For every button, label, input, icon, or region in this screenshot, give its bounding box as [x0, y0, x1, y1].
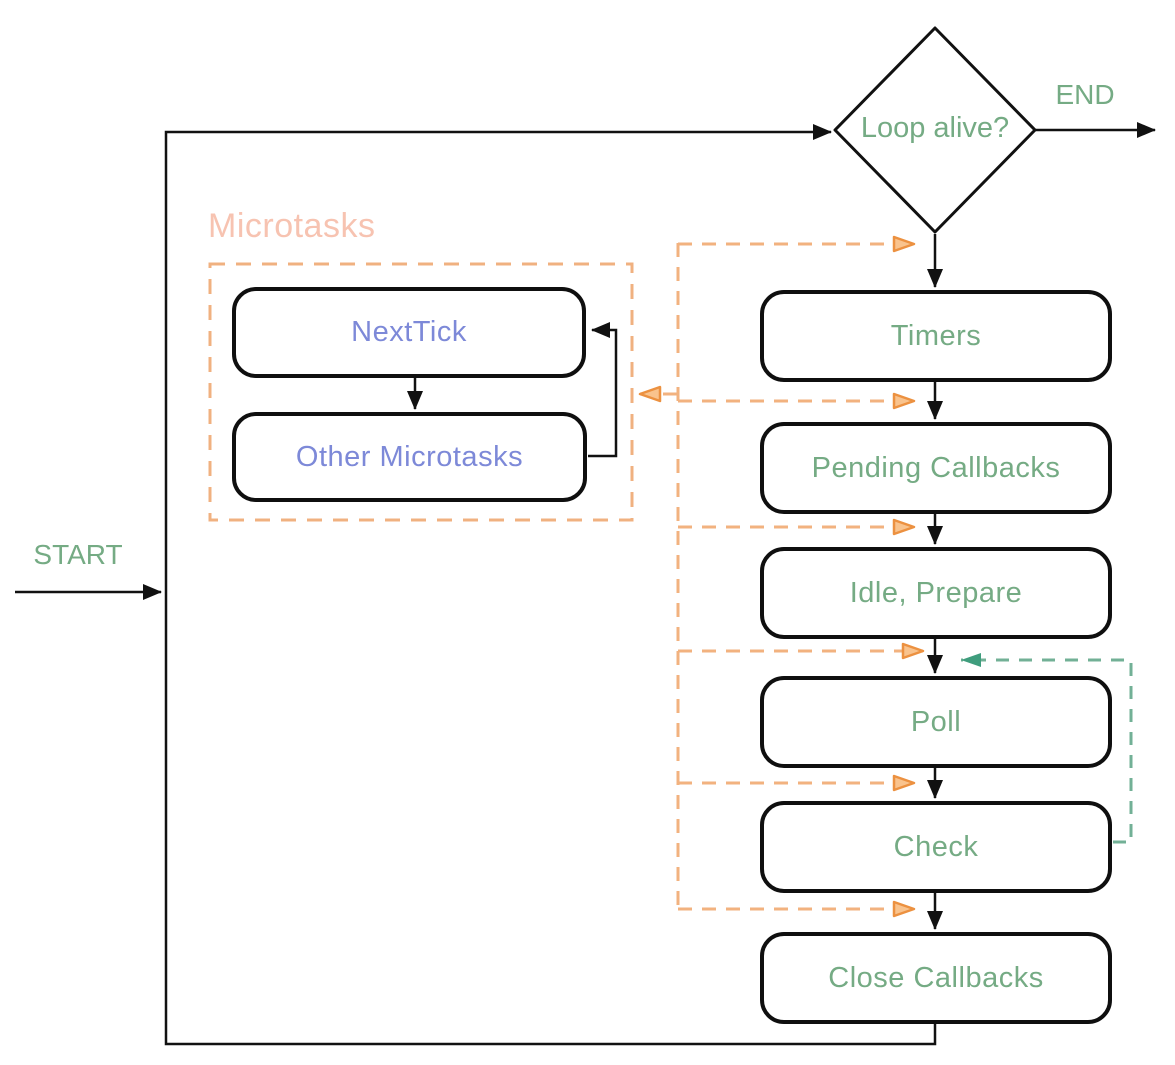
end-label: END — [1055, 79, 1115, 110]
node-nexttick-label: NextTick — [351, 316, 467, 348]
phase-label-poll: Poll — [910, 705, 962, 738]
phase-box-timers: Timers — [760, 290, 1112, 382]
phase-box-pending-callbacks: Pending Callbacks — [760, 422, 1112, 514]
phase-box-close-callbacks: Close Callbacks — [760, 932, 1112, 1024]
phase-box-check: Check — [760, 801, 1112, 893]
main-loop-line — [164, 124, 937, 1046]
node-other-microtasks: Other Microtasks — [232, 412, 587, 502]
phase-box-poll: Poll — [760, 676, 1112, 768]
decision-label: Loop alive? — [860, 112, 1010, 144]
start-label: START — [33, 539, 123, 570]
phase-box-idle-prepare: Idle, Prepare — [760, 547, 1112, 639]
microtasks-container — [208, 262, 634, 522]
phase-label-timers: Timers — [890, 319, 982, 352]
decision-diamond — [833, 26, 1037, 234]
phase-label-close-callbacks: Close Callbacks — [828, 961, 1044, 994]
microtask-feedback-line — [588, 322, 618, 458]
node-other-microtasks-label: Other Microtasks — [295, 440, 524, 473]
phase-label-pending-callbacks: Pending Callbacks — [811, 451, 1061, 484]
phase-label-check: Check — [893, 830, 979, 863]
phase-label-idle-prepare: Idle, Prepare — [849, 576, 1023, 609]
microtasks-title: Microtasks — [208, 207, 376, 245]
node-nexttick: NextTick — [232, 287, 586, 378]
check-to-poll-loop — [961, 653, 1133, 844]
